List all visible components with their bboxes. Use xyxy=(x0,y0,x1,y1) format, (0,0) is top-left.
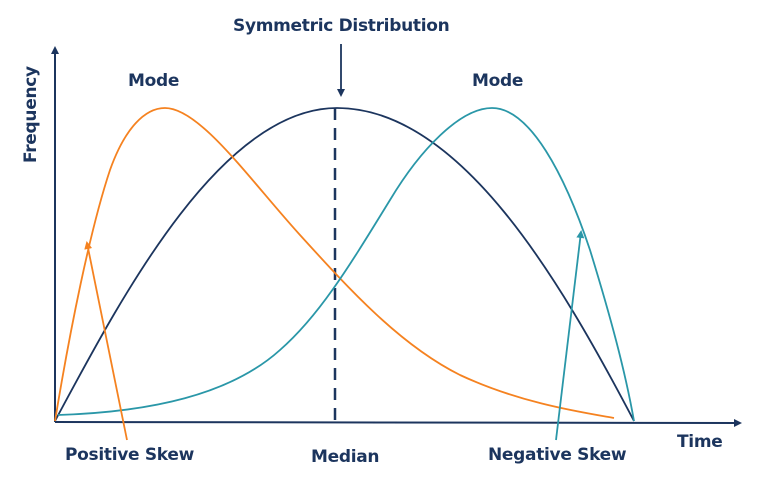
mode-right-label: Mode xyxy=(472,71,524,91)
positive-skew-label: Positive Skew xyxy=(65,445,194,465)
negative-skew-arrow xyxy=(555,230,585,441)
x-axis-label: Time xyxy=(677,432,723,452)
mode-left-label: Mode xyxy=(128,71,180,91)
x-axis xyxy=(54,418,742,427)
negative-skew-curve xyxy=(57,107,635,422)
positive-skew-curve xyxy=(54,107,615,422)
chart-title: Symmetric Distribution xyxy=(233,16,450,36)
median-label: Median xyxy=(311,447,380,467)
positive-skew-arrow xyxy=(84,241,128,441)
negative-skew-label: Negative Skew xyxy=(488,445,627,465)
symmetric-curve xyxy=(54,107,635,422)
y-axis-label: Frequency xyxy=(21,66,41,163)
